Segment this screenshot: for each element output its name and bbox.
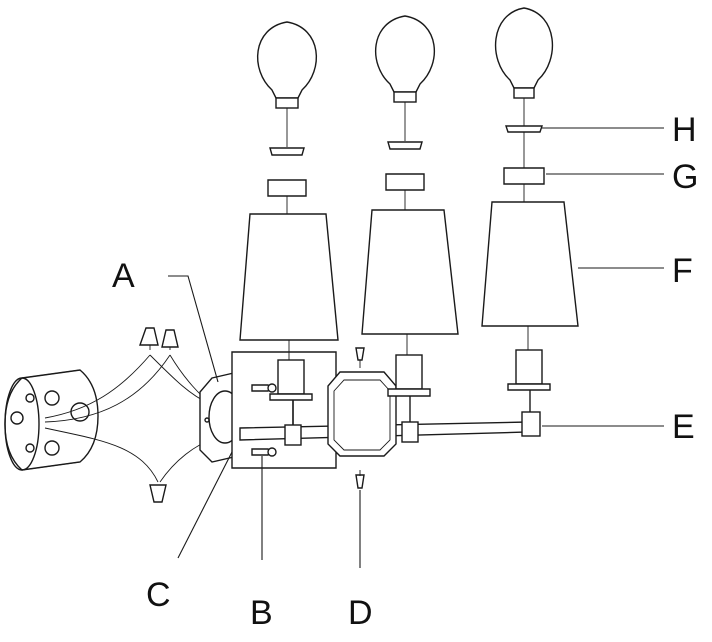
callout-d: D (348, 594, 373, 632)
lamp-2 (361, 15, 459, 397)
callout-g: G (672, 158, 698, 196)
mounting-screws (251, 383, 277, 457)
callout-e: E (672, 408, 695, 446)
wire-connectors (139, 327, 179, 503)
leader-lines (168, 127, 664, 568)
cover-screws (355, 347, 365, 489)
junction-box (4, 369, 99, 471)
callout-h: H (672, 111, 697, 149)
callout-b: B (250, 594, 273, 632)
supply-wires (44, 330, 171, 483)
callout-a: A (112, 257, 135, 295)
callout-f: F (672, 252, 693, 290)
arm-fittings (284, 394, 541, 446)
lamp-3 (481, 7, 579, 412)
lamp-1 (239, 21, 339, 425)
decorative-plate (327, 371, 397, 457)
callout-c: C (146, 576, 171, 614)
